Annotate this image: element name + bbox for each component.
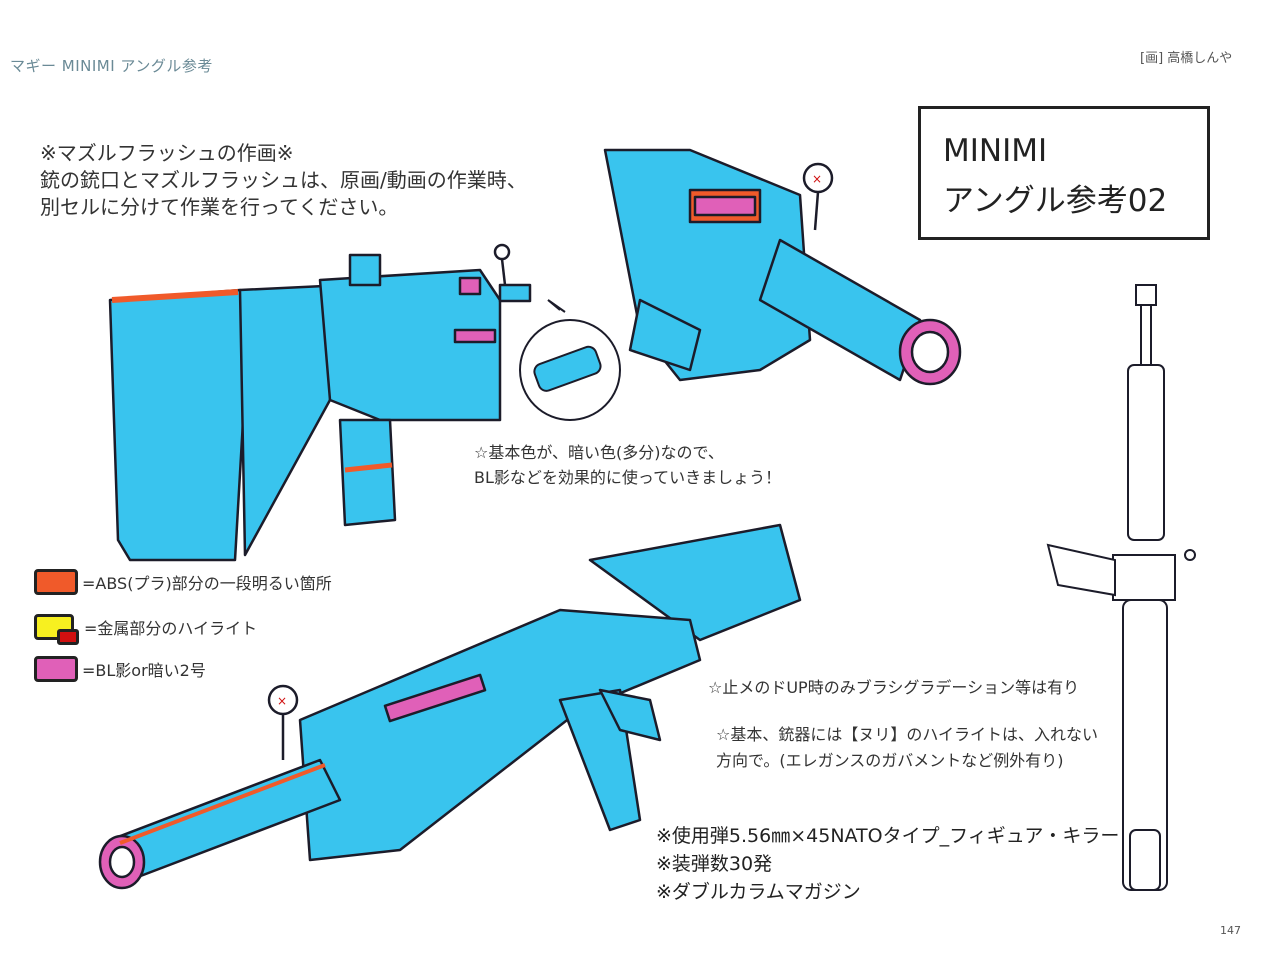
gradation-note: ☆止メのドUP時のみブラシグラデーション等は有り bbox=[708, 678, 1080, 697]
svg-text:×: × bbox=[812, 172, 822, 186]
muzzle-flash-note: ※マズルフラッシュの作画※ 銃の銃口とマズルフラッシュは、原画/動画の作業時、 … bbox=[40, 140, 527, 221]
muzzle-detail-illustration bbox=[519, 299, 621, 421]
title-line-2: アングル参考02 bbox=[943, 183, 1168, 219]
header-left-title: マギー MINIMI アングル参考 bbox=[10, 57, 213, 75]
legend-item-bl-shadow: =BL影or暗い2号 bbox=[34, 654, 206, 684]
legend-swatch-pink bbox=[34, 656, 78, 682]
gun-rear-view-illustration: × bbox=[98, 523, 802, 890]
gun-front-view-illustration: × bbox=[603, 148, 962, 386]
legend-swatch-yellow bbox=[34, 614, 79, 645]
gun-side-view-illustration bbox=[108, 243, 532, 562]
muzzle-note-line-2: 別セルに分けて作業を行ってください。 bbox=[40, 195, 399, 219]
spec-capacity: ※装弾数30発 bbox=[656, 853, 773, 875]
muzzle-note-line-1: 銃の銃口とマズルフラッシュは、原画/動画の作業時、 bbox=[40, 168, 527, 192]
gun-top-view-line-art bbox=[1046, 284, 1196, 891]
legend-label-abs: =ABS(プラ)部分の一段明るい箇所 bbox=[82, 574, 332, 593]
highlight-note: ☆基本、銃器には【ヌリ】のハイライトは、入れない 方向で。(エレガンスのガバメン… bbox=[716, 722, 1098, 774]
title-line-1: MINIMI bbox=[943, 133, 1048, 169]
base-color-note-line-2: BL影などを効果的に使っていきましょう！ bbox=[474, 468, 782, 487]
highlight-note-line-2: 方向で。(エレガンスのガバメントなど例外有り) bbox=[716, 751, 1064, 770]
legend-label-bl: =BL影or暗い2号 bbox=[82, 661, 206, 680]
spec-magazine: ※ダブルカラムマガジン bbox=[656, 881, 861, 903]
highlight-note-line-1: ☆基本、銃器には【ヌリ】のハイライトは、入れない bbox=[716, 725, 1099, 744]
legend-swatch-red bbox=[57, 629, 79, 645]
spec-ammo: ※使用弾5.56㎜×45NATOタイプ_フィギュア・キラー bbox=[656, 825, 1120, 847]
muzzle-note-title: ※マズルフラッシュの作画※ bbox=[40, 141, 294, 165]
base-color-note-line-1: ☆基本色が、暗い色(多分)なので、 bbox=[474, 443, 724, 462]
legend-swatch-orange bbox=[34, 569, 78, 595]
spec-list: ※使用弾5.56㎜×45NATOタイプ_フィギュア・キラー ※装弾数30発 ※ダ… bbox=[656, 822, 1119, 906]
svg-text:×: × bbox=[277, 694, 287, 708]
page-number: 147 bbox=[1220, 924, 1241, 937]
header-artist-credit: [画] 高橋しんや bbox=[1140, 51, 1233, 66]
legend-label-metal: =金属部分のハイライト bbox=[84, 619, 258, 638]
title-box: MINIMI アングル参考02 bbox=[918, 106, 1210, 240]
legend-item-abs: =ABS(プラ)部分の一段明るい箇所 bbox=[34, 567, 332, 597]
legend-item-metal-highlight: =金属部分のハイライト bbox=[34, 612, 258, 645]
base-color-note: ☆基本色が、暗い色(多分)なので、 BL影などを効果的に使っていきましょう！ bbox=[474, 440, 781, 490]
